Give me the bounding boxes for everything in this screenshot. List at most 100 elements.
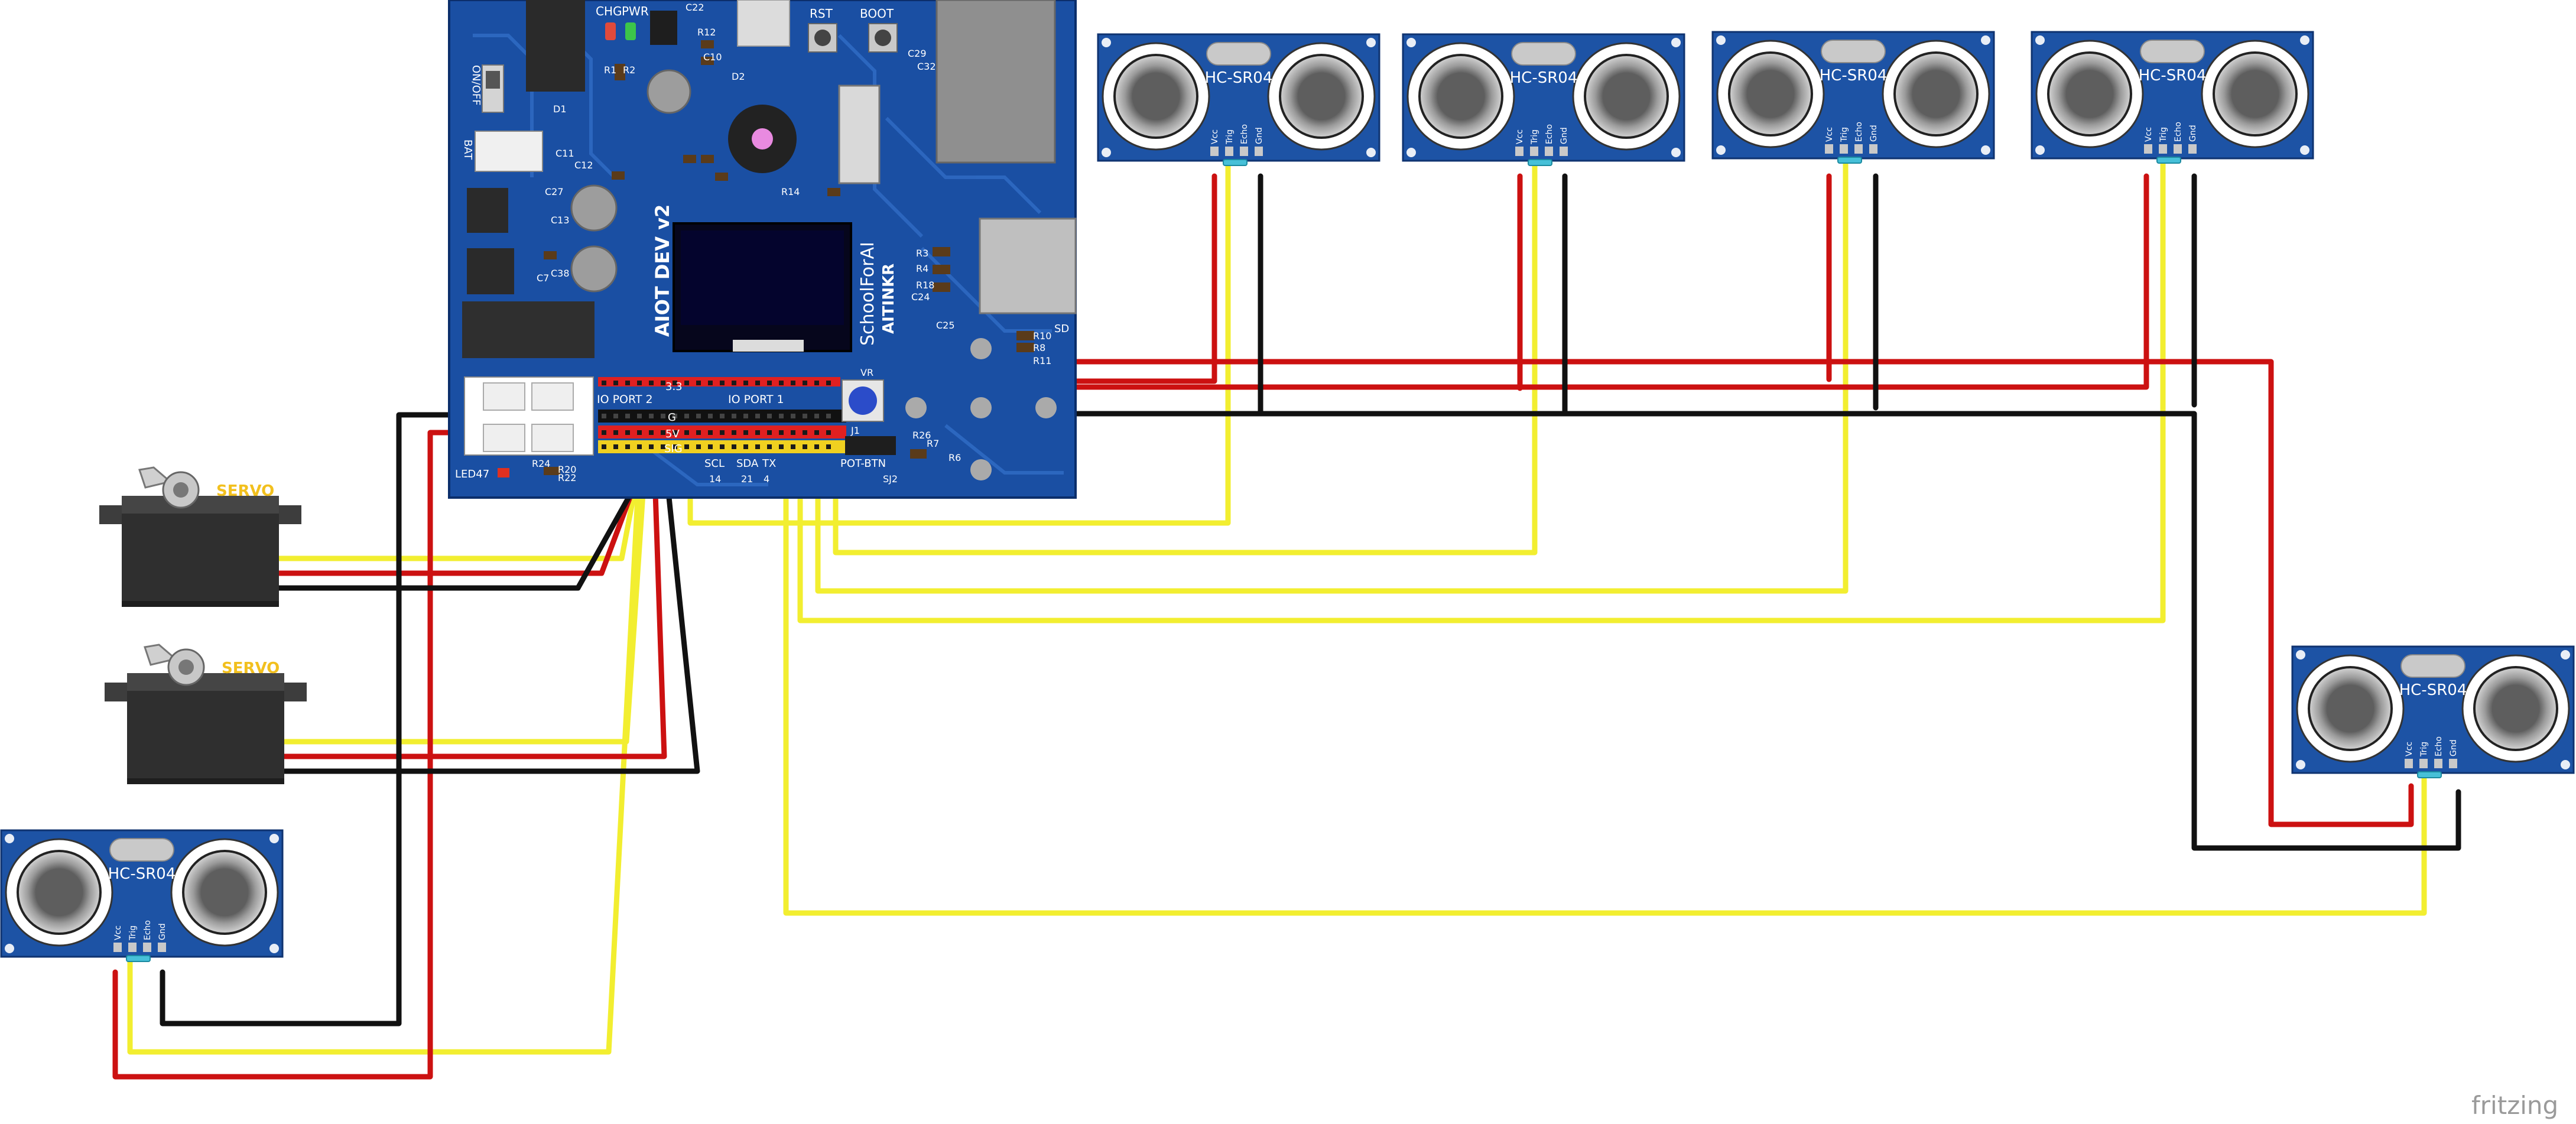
header-pin (767, 414, 772, 418)
component-ref-label: R11 (1033, 355, 1051, 366)
sensor-pin-label: Echo (2174, 122, 2183, 142)
j1-label: J1 (850, 425, 860, 436)
wire-signal-s2 (833, 155, 1538, 555)
tx-label: TX (762, 457, 776, 470)
header-pin (755, 414, 760, 418)
component-ref-label: D1 (553, 103, 567, 115)
component-ref-label: R3 (916, 248, 928, 259)
header-pin (814, 414, 819, 418)
pwr-label: PWR (622, 4, 649, 18)
header-pin (720, 430, 725, 435)
io-port1-label: IO PORT 1 (728, 393, 784, 406)
sd-label: SD (1054, 323, 1069, 335)
tx-num: 4 (764, 473, 769, 485)
component-ref-label: R24 (532, 458, 550, 469)
header-pin (767, 430, 772, 435)
component-ref-label: C11 (556, 148, 574, 159)
header-pin (613, 430, 618, 435)
sensor-pin-label: Trig (128, 925, 138, 941)
header-pin (684, 444, 689, 449)
header-pin (637, 430, 642, 435)
header-pin (826, 444, 831, 449)
rst-label: RST (810, 7, 833, 21)
sensor-model-label: HC-SR04 (2399, 681, 2467, 699)
header-pin (720, 414, 725, 418)
header-pin (708, 430, 713, 435)
component-ref-label: C38 (551, 268, 570, 279)
header-pin (649, 430, 654, 435)
component-ref-label: C32 (917, 61, 936, 72)
header-pin (673, 430, 677, 435)
component-ref-label: R12 (697, 27, 716, 38)
wire-signal-s3 (815, 155, 1849, 594)
sensor-pin-label: Echo (1240, 124, 1249, 144)
component-ref-label: R1 (604, 64, 616, 76)
r6-label: R6 (948, 452, 961, 463)
header-num-1: 1 (466, 384, 476, 404)
header-pin (649, 414, 654, 418)
board-model-label: AIOT DEV v2 (651, 204, 674, 337)
component-ref-label: C24 (911, 291, 930, 303)
chg-label: CHG (596, 4, 622, 18)
sensor-model-label: HC-SR04 (108, 865, 176, 883)
v5-label: 5V (665, 428, 680, 440)
sensor-pin-label: Echo (2434, 736, 2444, 756)
sensor-pin-label: Gnd (2449, 739, 2458, 756)
header-pin (684, 381, 689, 385)
header-pin (613, 414, 618, 418)
servo-label: SERVO (222, 660, 280, 677)
header-pin (602, 381, 606, 385)
fritzing-watermark: fritzing (2471, 1091, 2558, 1120)
header-pin (743, 430, 748, 435)
header-pin (814, 430, 819, 435)
component-ref-label: R14 (781, 186, 800, 197)
sensor-pin-label: Trig (2159, 127, 2168, 142)
header-pin (779, 444, 784, 449)
sensor-pin-label: Gnd (158, 923, 167, 940)
header-pin (720, 444, 725, 449)
header-pin (637, 444, 642, 449)
sensor-pin-label: Trig (1225, 129, 1235, 145)
header-pin (743, 381, 748, 385)
header-pin (755, 444, 760, 449)
component-ref-label: R20 (558, 464, 576, 475)
io-port2-label: IO PORT 2 (597, 393, 653, 406)
component-ref-label: R22 (558, 472, 576, 483)
header-pin (625, 444, 630, 449)
boot-label: BOOT (860, 7, 894, 21)
sensor-pin-label: Trig (2419, 742, 2429, 757)
scl-num: 14 (709, 473, 721, 485)
sda-label: SDA (736, 457, 759, 470)
header-pin (732, 430, 736, 435)
header-pin (696, 444, 701, 449)
header-pin (602, 444, 606, 449)
g-label: G (668, 411, 676, 424)
header-pin (779, 381, 784, 385)
header-pin (649, 444, 654, 449)
component-ref-label: C12 (574, 160, 593, 171)
header-num-2: 2 (466, 433, 476, 452)
sensor-pin-label: Trig (1530, 129, 1539, 145)
sj2-label: SJ2 (883, 473, 898, 485)
sensor-pin-label: Trig (1840, 127, 1849, 142)
header-pin (791, 430, 795, 435)
sensor-pin-label: Vcc (1515, 129, 1525, 144)
sensor-pin-label: Gnd (2188, 125, 2198, 142)
bat-label: BAT (462, 139, 474, 160)
component-ref-label: D2 (732, 71, 745, 82)
wire-power-servo2 (275, 437, 667, 759)
header-pin (696, 381, 701, 385)
header-pin (814, 444, 819, 449)
wire-signal-s5 (783, 464, 2427, 916)
sensor-pin-label: Vcc (2405, 742, 2414, 756)
vr-label: VR (860, 367, 873, 378)
header-pin (625, 430, 630, 435)
brand-label: SchoolForAI (857, 242, 878, 346)
sensor-pin-label: Vcc (1825, 127, 1834, 142)
header-pin (625, 414, 630, 418)
component-ref-label: R26 (912, 430, 931, 441)
